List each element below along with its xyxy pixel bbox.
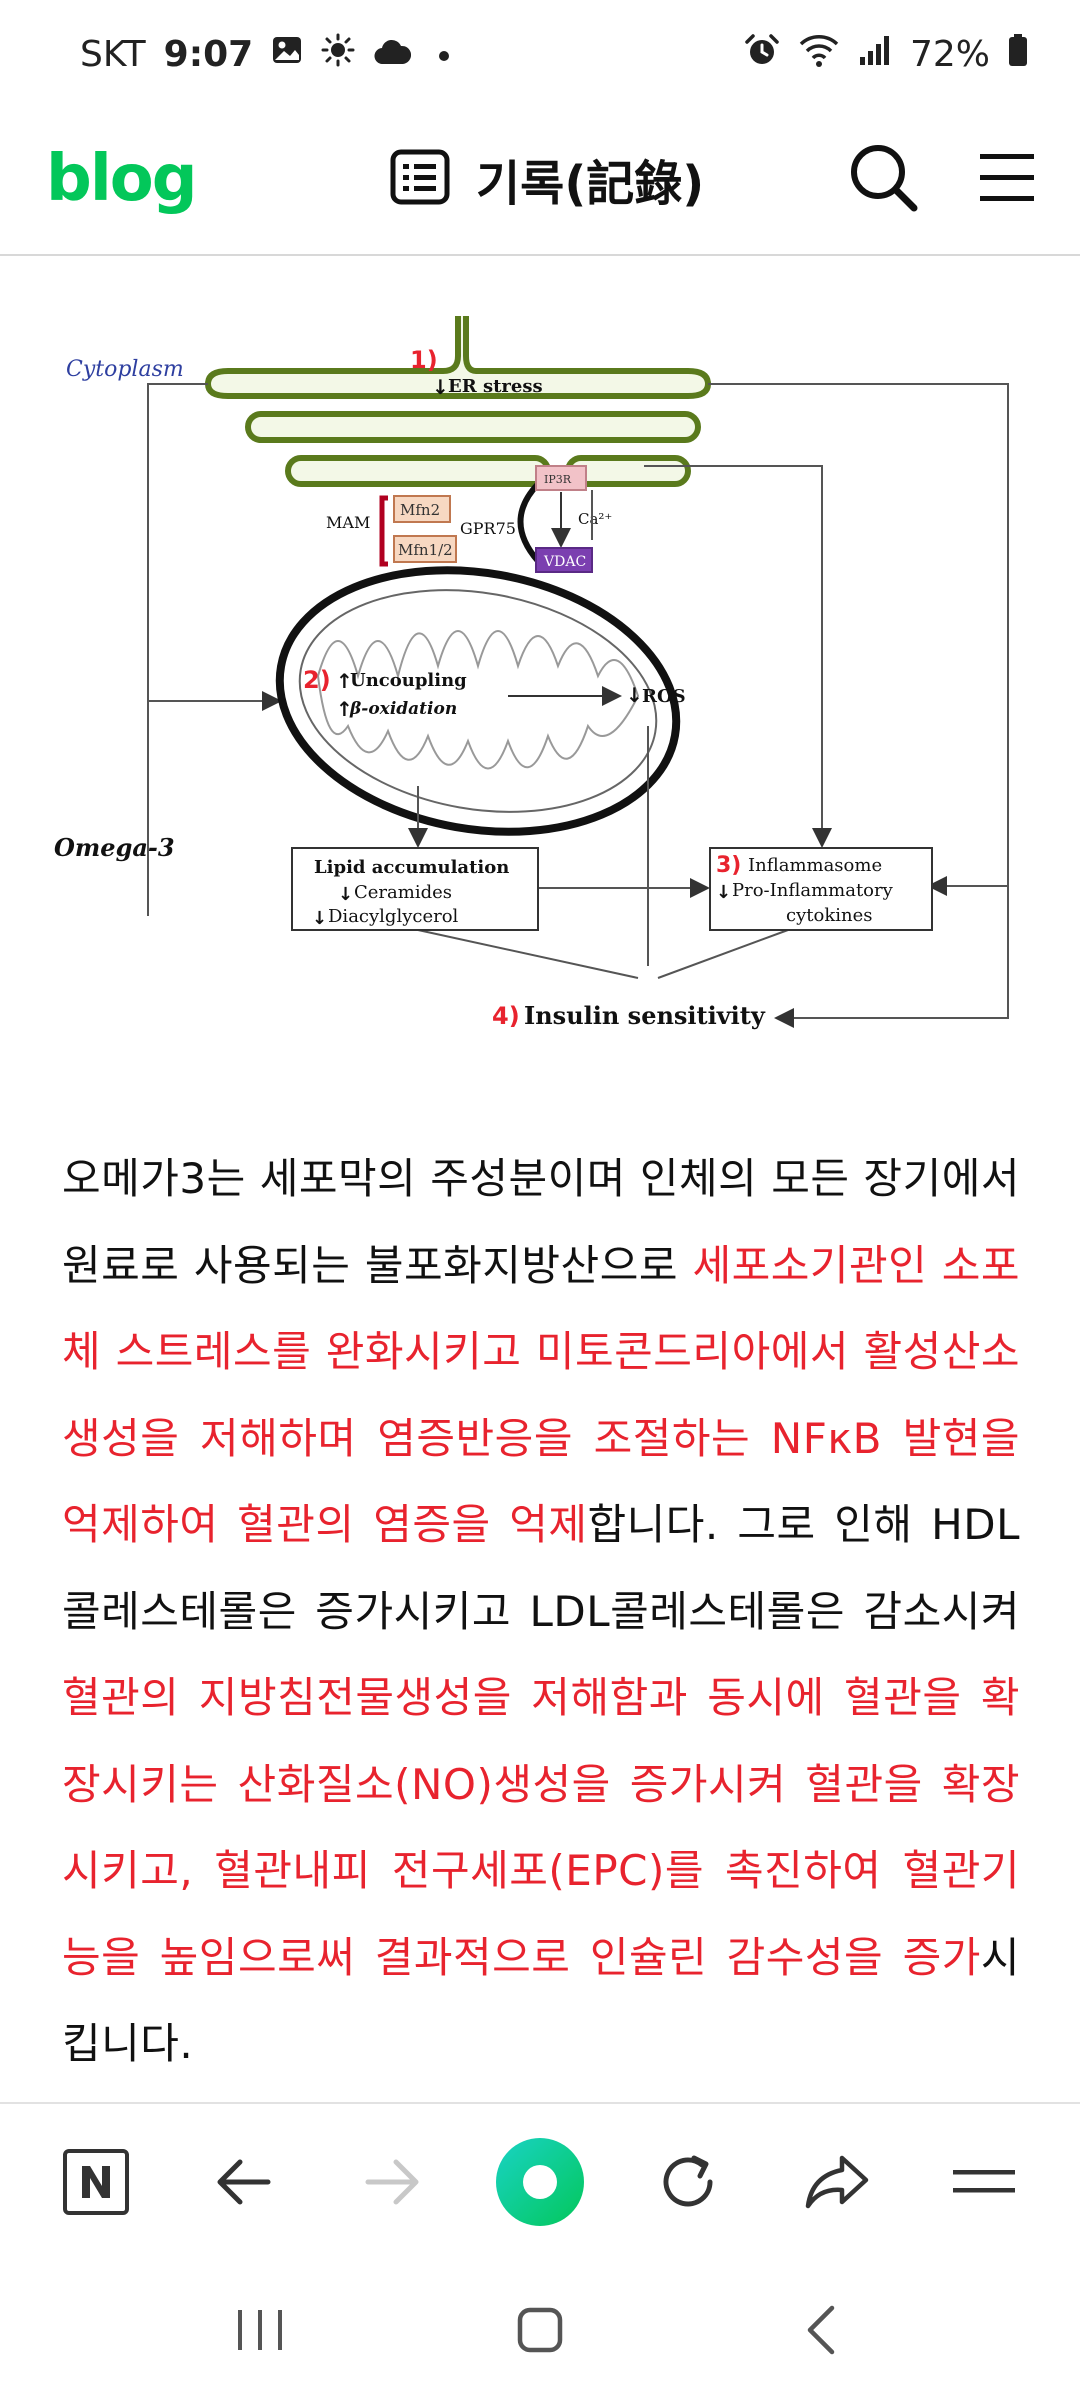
home-button[interactable] (495, 2285, 585, 2375)
diagram-label-cytoplasm: Cytoplasm (66, 357, 184, 382)
diagram-num-3: 3) (716, 853, 741, 878)
forward-button[interactable] (342, 2132, 442, 2232)
blog-logo[interactable]: blog (46, 142, 198, 216)
diagram-arrow-down-4: ↓ (312, 908, 327, 929)
wifi-icon (798, 32, 840, 77)
diagram-label-mfn2: Mfn2 (400, 501, 440, 519)
naver-home-button[interactable] (46, 2132, 146, 2232)
arrow-left-icon (217, 2159, 271, 2205)
share-button[interactable] (786, 2132, 886, 2232)
diagram-ip3r-box (535, 465, 587, 491)
diagram-label-diacylglycerol: Diacylglycerol (328, 906, 459, 927)
diagram-label-ca: Ca²⁺ (578, 510, 612, 528)
diagram-label-inflammasome: Inflammasome (748, 855, 882, 876)
list-icon (390, 149, 450, 209)
status-bar: SKT 9:07 72% (0, 0, 1080, 108)
browser-toolbar (0, 2102, 1080, 2260)
refresh-button[interactable] (638, 2132, 738, 2232)
diagram-arrow-down-3: ↓ (338, 884, 353, 905)
diagram-label-insulin: Insulin sensitivity (524, 1001, 766, 1030)
app-header: blog 기록(記錄) (0, 108, 1080, 256)
recents-icon (238, 2310, 282, 2350)
diagram-mfn2-box (393, 495, 451, 523)
diagram-arrow-up-2: ↑ (336, 697, 353, 721)
diagram-label-er-stress: ER stress (448, 376, 543, 397)
diagram-arrow-down-1: ↓ (432, 375, 449, 399)
diagram-label-mam: MAM (326, 513, 370, 532)
browser-menu-button[interactable] (934, 2132, 1034, 2232)
diagram-inflammation-box (709, 847, 933, 931)
diagram-label-ceramides: Ceramides (354, 882, 452, 903)
text-segment: 오메가3는 세포막의 주성분이며 인체의 모든 장기에서 원료로 사용되는 불포… (62, 1154, 1020, 1290)
text-highlight: 세포소기관인 소포체 스트레스를 완화시키고 미토콘드리아에서 활성산소생성을 … (62, 1240, 1020, 1550)
refresh-icon (663, 2155, 713, 2207)
diagram-label-gpr75: GPR75 (460, 519, 516, 538)
search-button[interactable] (848, 142, 920, 214)
gallery-icon (271, 34, 303, 75)
diagram-label-lipid: Lipid accumulation (314, 857, 509, 878)
search-icon (851, 145, 918, 212)
diagram-label-pro-inflammatory: Pro-Inflammatory (732, 880, 894, 901)
hamburger-icon (980, 154, 1034, 201)
menu-button[interactable] (976, 148, 1038, 208)
text-segment: 시킵니다. (62, 1932, 1020, 2069)
text-highlight: 혈관의 지방침전물생성을 저해함과 동시에 혈관을 확장시키는 산화질소(NO)… (62, 1673, 1020, 1982)
status-left: SKT 9:07 (80, 33, 459, 76)
diagram-label-beta-oxidation: β-oxidation (349, 699, 457, 719)
header-title-wrap[interactable]: 기록(記錄) (390, 144, 704, 214)
diagram-label-cytokines: cytokines (786, 905, 872, 926)
diagram-label-vdac: VDAC (543, 554, 586, 570)
diagram-arrow-up-1: ↑ (336, 669, 353, 693)
diagram-label-omega3: Omega-3 (54, 833, 175, 862)
diagram-mfn12-box (393, 535, 457, 563)
article-paragraph: 오메가3는 세포막의 주성분이며 인체의 모든 장기에서 원료로 사용되는 불포… (62, 1136, 1020, 2088)
diagram-num-2: 2) (303, 666, 331, 694)
diagram-label-uncoupling: Uncoupling (350, 670, 467, 691)
diagram-lipid-box (291, 847, 539, 931)
dot-icon (429, 34, 459, 75)
naver-n-icon (63, 2149, 129, 2215)
green-dot-button[interactable] (490, 2132, 590, 2232)
er-structure (204, 316, 712, 487)
back-button[interactable] (194, 2132, 294, 2232)
page-title: 기록(記錄) (476, 156, 705, 212)
share-arrow-icon (805, 2155, 869, 2209)
arrow-right-icon (365, 2159, 419, 2205)
battery-icon (1008, 33, 1028, 76)
diagram-num-1: 1) (410, 346, 438, 374)
chevron-left-icon (807, 2305, 835, 2355)
diagram-arrow-down-2: ↓ (626, 683, 643, 707)
diagram-label-ros: ROS (642, 686, 686, 707)
diagram-arrow-down-5: ↓ (716, 882, 731, 903)
diagram-label-ip3r: IP3R (544, 473, 572, 486)
diagram-num-4: 4) (492, 1002, 520, 1030)
cloud-icon (373, 34, 412, 75)
system-back-button[interactable] (775, 2285, 865, 2375)
omega3-mechanism-diagram: Cytoplasm 1) ↓ ER stress MAM Mfn2 Mfn1/2… (54, 316, 1009, 1030)
system-navigation-bar (0, 2260, 1080, 2400)
alarm-icon (744, 32, 780, 77)
status-right: 72% (744, 32, 1028, 77)
signal-icon (858, 33, 892, 76)
home-square-icon (517, 2307, 563, 2353)
clock: 9:07 (163, 33, 254, 75)
article-content[interactable]: Cytoplasm 1) ↓ ER stress MAM Mfn2 Mfn1/2… (0, 256, 1080, 2102)
battery-level: 72% (909, 33, 990, 75)
diagram-vdac-box (535, 547, 593, 573)
double-line-menu-icon (953, 2170, 1015, 2193)
green-ring-icon (496, 2138, 584, 2226)
mitochondria (275, 566, 681, 836)
diagram-label-mfn12: Mfn1/2 (398, 541, 453, 559)
text-segment: 합니다. 그로 인해 HDL콜레스테롤은 증가시키고 LDL콜레스테롤은 감소시… (62, 1500, 1020, 1636)
sun-icon (321, 33, 355, 76)
carrier-name: SKT (80, 33, 146, 75)
recents-button[interactable] (215, 2285, 305, 2375)
